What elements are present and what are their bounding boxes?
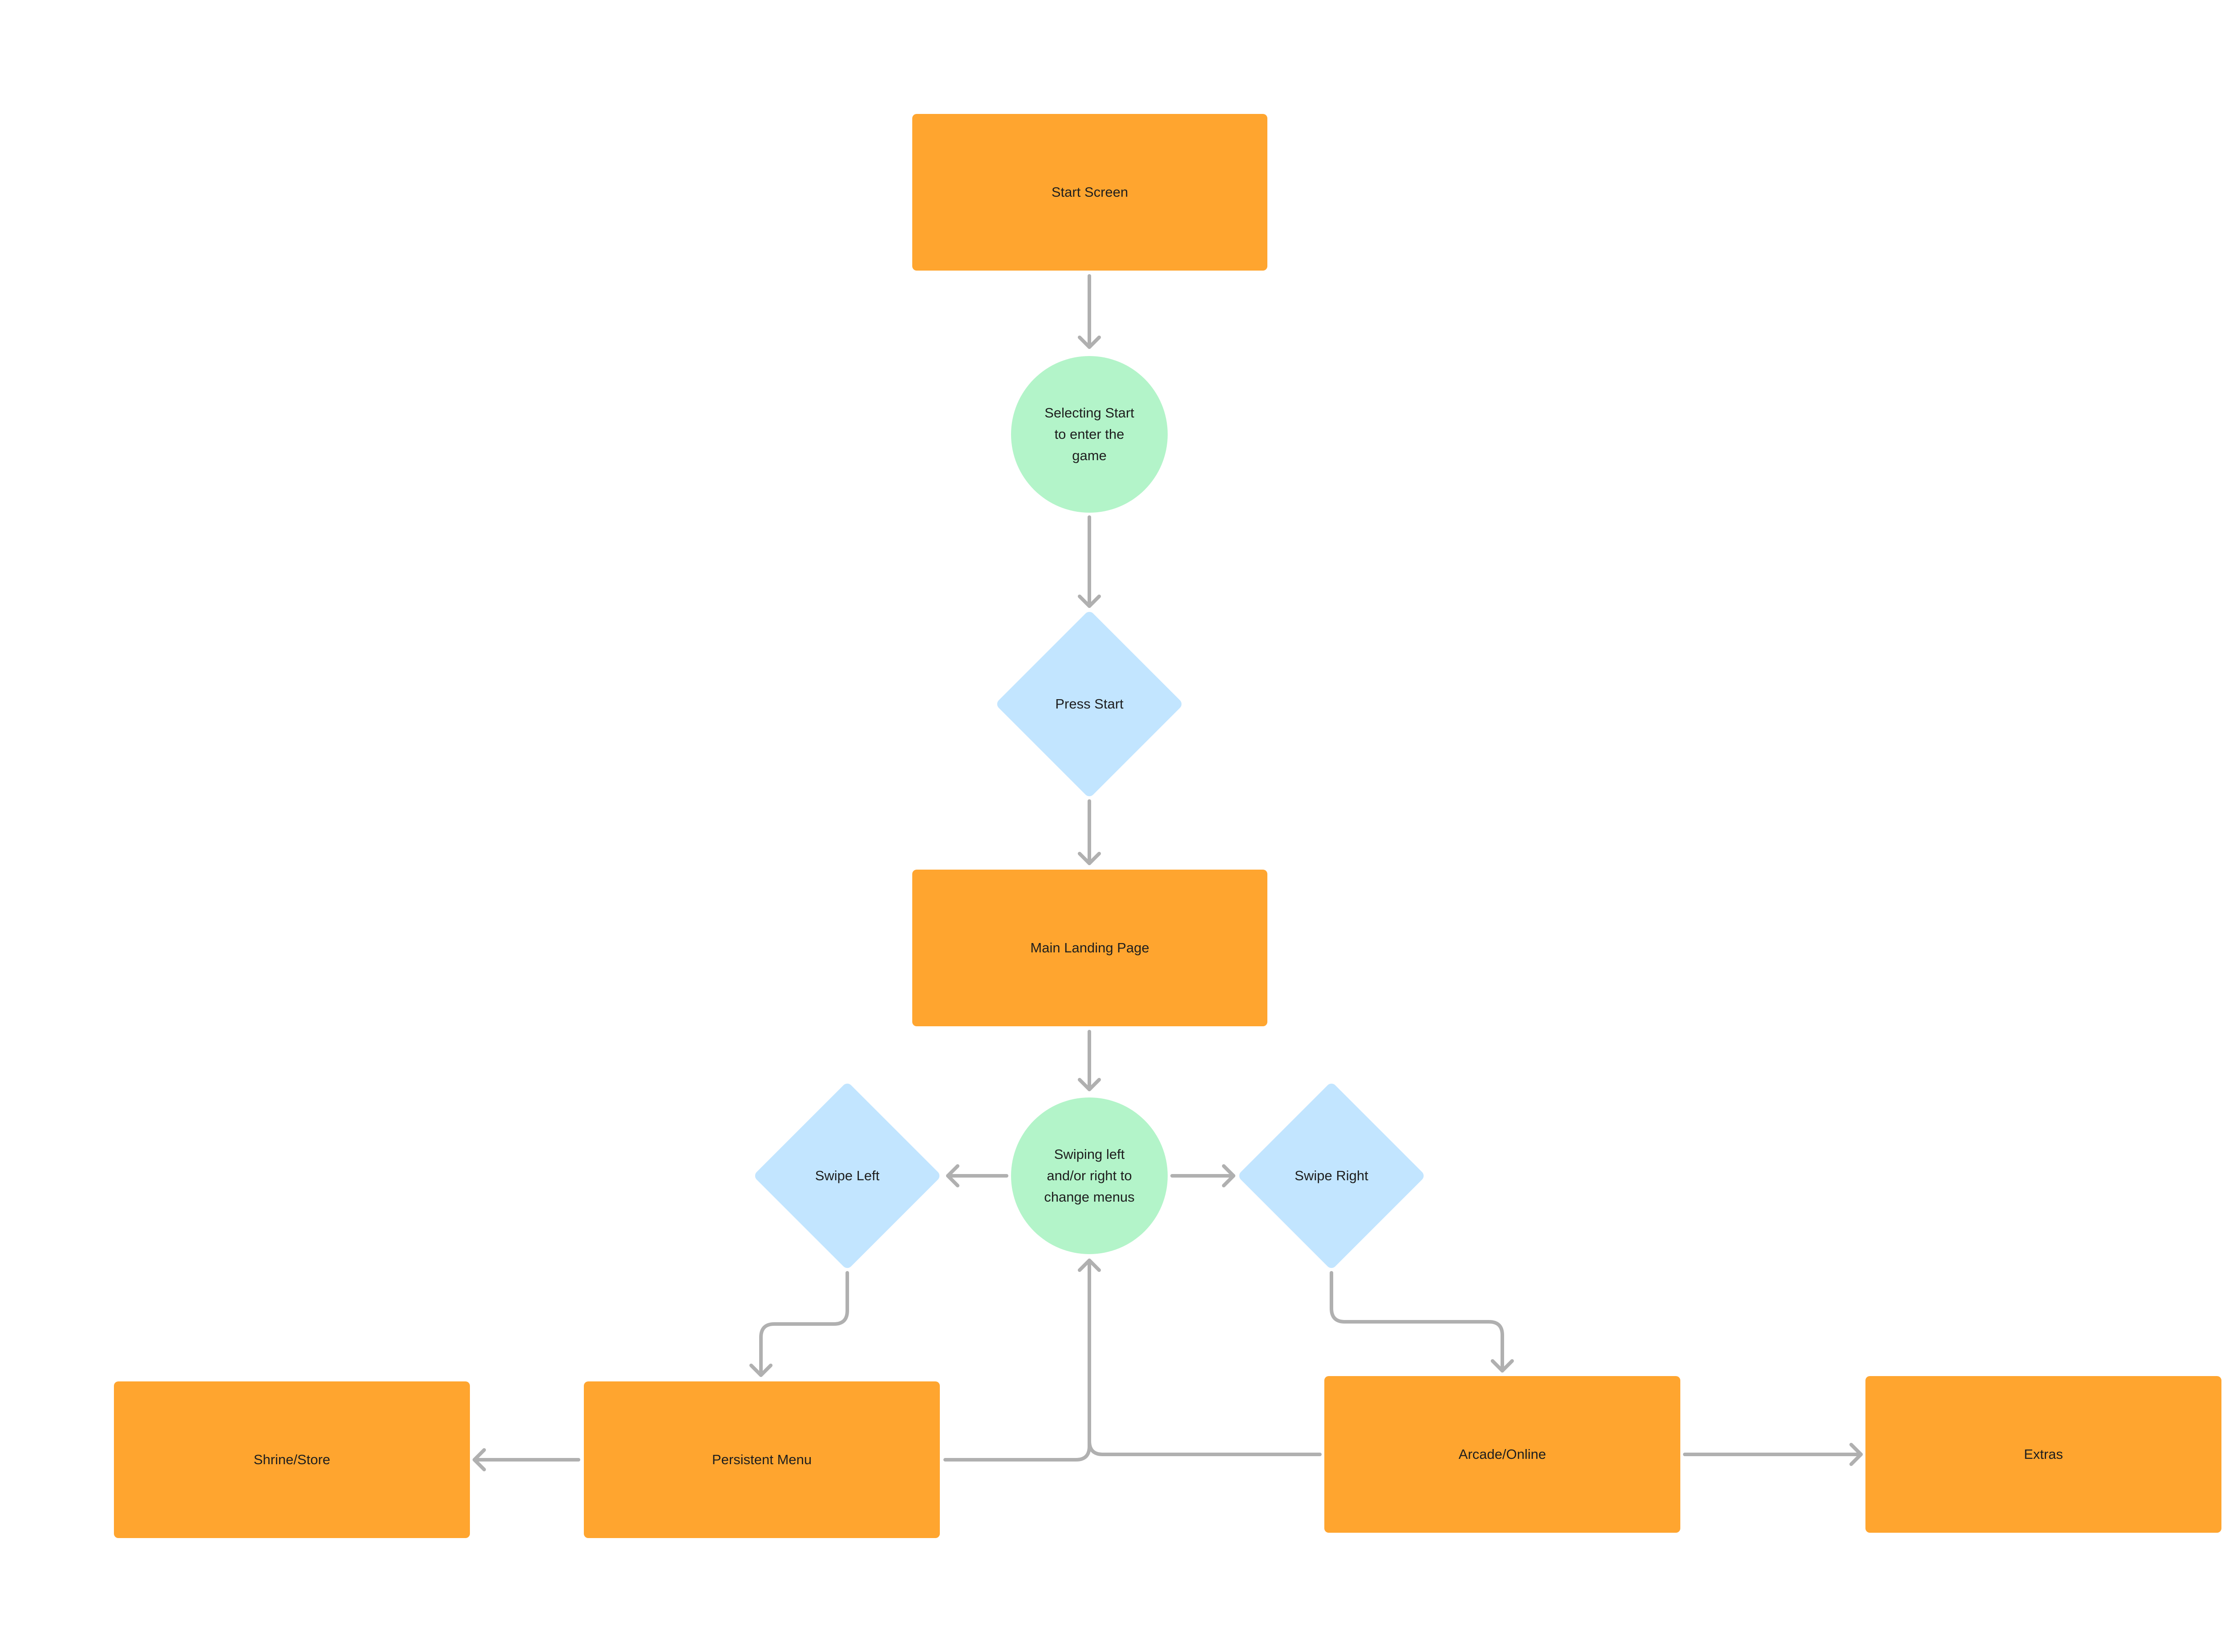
swipe-right-label-wrap: Swipe Right [1237,1081,1426,1270]
node-selecting-start-label: Selecting Start to enter the game [1044,405,1134,463]
connector-swipe-right-to-arcade [1330,1271,1514,1373]
press-start-label-wrap: Press Start [995,610,1184,798]
node-swipe-left[interactable]: Swipe Left [752,1081,942,1271]
node-main-landing-page-label: Main Landing Page [1030,940,1149,956]
node-swipe-left-label: Swipe Left [815,1168,880,1183]
node-swipe-right-label: Swipe Right [1295,1168,1368,1183]
node-arcade-online-label: Arcade/Online [1458,1446,1546,1462]
node-arcade-online[interactable]: Arcade/Online [1324,1376,1680,1533]
connector-swiping-to-swipe-left [946,1164,1008,1187]
node-press-start[interactable]: Press Start [995,609,1184,799]
node-start-screen[interactable]: Start Screen [912,114,1267,271]
node-persistent-menu-label: Persistent Menu [712,1452,812,1467]
node-extras-label: Extras [2024,1446,2063,1462]
node-swiping-label: Swiping left and/or right to change menu… [1044,1146,1135,1205]
node-shrine-store-label: Shrine/Store [253,1452,331,1467]
node-extras[interactable]: Extras [1865,1376,2221,1533]
node-start-screen-label: Start Screen [1051,184,1129,200]
node-swiping[interactable]: Swiping left and/or right to change menu… [1011,1097,1168,1254]
connector-main-to-swiping [1078,1030,1101,1091]
connector-arcade-to-extras [1683,1443,1863,1466]
node-selecting-start[interactable]: Selecting Start to enter the game [1011,356,1168,513]
connector-arcade-to-swiping [1088,1439,1322,1456]
connector-persistent-to-shrine [473,1448,580,1471]
node-press-start-label: Press Start [1055,696,1124,712]
node-shrine-store[interactable]: Shrine/Store [114,1381,470,1538]
connector-start-to-selecting [1078,274,1101,349]
connector-persistent-to-swiping [943,1259,1101,1462]
connector-press-to-main [1078,799,1101,865]
swipe-left-label-wrap: Swipe Left [753,1081,942,1270]
node-main-landing-page[interactable]: Main Landing Page [912,870,1267,1026]
connector-swiping-to-swipe-right [1170,1164,1235,1187]
node-persistent-menu[interactable]: Persistent Menu [584,1381,940,1538]
connector-selecting-to-press [1078,515,1101,608]
connector-swipe-left-to-persistent [749,1271,849,1377]
node-swipe-right[interactable]: Swipe Right [1237,1081,1426,1271]
